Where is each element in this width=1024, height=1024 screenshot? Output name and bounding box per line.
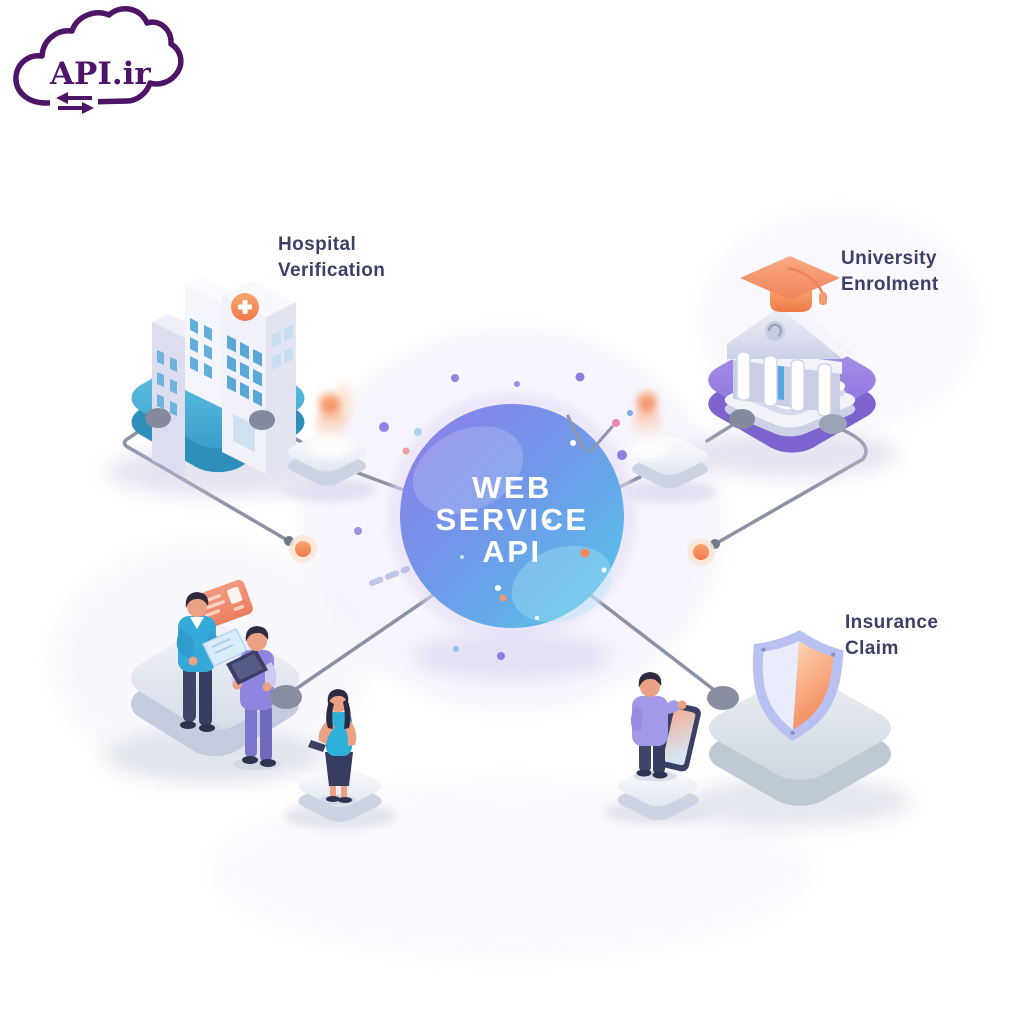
api-sphere-icon [400,404,624,628]
web-service-api-hub: WEB SERVICE API [388,392,636,640]
hospital-door [233,414,255,452]
cloud-sync-icon [13,6,184,106]
hospital-node [131,277,305,476]
orange-endpoint-left [289,535,317,563]
sync-arrows-icon [50,92,98,114]
node-labels: Hospital Verification University Enrolme… [278,234,939,659]
man-with-tablet [630,672,701,782]
logo: API.ir [13,6,184,114]
hospital-building-icon [152,277,296,476]
center-label-line-3: API [482,534,541,569]
insurance-node [709,630,891,806]
orange-endpoint-right [687,538,715,566]
insurance-label-line-2: Claim [845,638,899,659]
person-with-clipboard [226,626,281,770]
claimant-node [617,672,701,821]
hospital-label-line-2: Verification [278,260,385,281]
sphere-antennas [566,414,614,454]
ghost-person-icon [308,382,353,458]
connector-dots [145,408,847,710]
claimant-platform [617,765,699,821]
center-label-line-1: WEB [472,470,552,505]
person-with-document [173,592,249,734]
hospital-label-line-1: Hospital [278,234,356,255]
university-label-line-2: Enrolment [841,274,939,295]
decorative-dots [354,372,633,660]
insurance-shield-icon [752,630,844,741]
university-node [708,256,876,453]
phone-icon [308,740,326,752]
tablet-icon [657,702,701,772]
university-building-icon [724,256,856,437]
sphere-specks [460,440,607,620]
university-label-line-1: University [841,248,937,269]
applicants-node [130,579,382,822]
insurance-label-line-1: Insurance [845,612,938,633]
medical-cross-icon [231,293,259,321]
graduation-cap-icon [740,256,840,312]
satellite-right [628,392,709,489]
satellite-left [287,382,367,486]
woman-with-phone [308,689,357,805]
center-label-line-2: SERVICE [435,502,588,537]
logo-text: API.ir [49,56,151,92]
ghost-person-icon [628,392,668,459]
